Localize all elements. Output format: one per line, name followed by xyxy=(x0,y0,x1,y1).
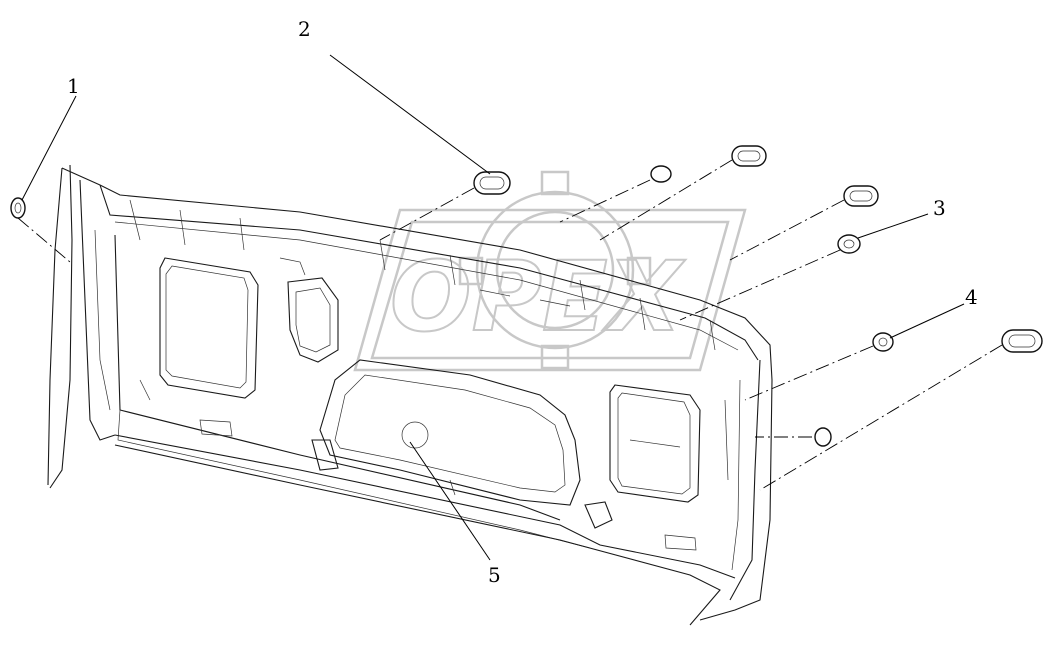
callout-1: 1 xyxy=(67,74,80,98)
grommet-2d xyxy=(843,185,879,207)
callout-5: 5 xyxy=(488,563,501,587)
rear-panel xyxy=(47,164,773,626)
callout-2: 2 xyxy=(298,17,311,41)
leader-lines xyxy=(21,54,965,561)
grommet-2b xyxy=(650,165,672,183)
grommet-2a xyxy=(473,171,511,195)
grommet-1 xyxy=(10,197,26,219)
grommets xyxy=(10,145,1043,447)
callout-3: 3 xyxy=(933,196,946,220)
callout-4: 4 xyxy=(965,285,978,309)
grommet-3 xyxy=(837,234,861,254)
grommet-panel xyxy=(814,427,832,447)
grommet-4 xyxy=(872,332,894,352)
watermark-text: OPEX xyxy=(390,241,686,353)
watermark: OPEX xyxy=(353,170,747,372)
grommet-2c xyxy=(731,145,767,167)
callout-labels: 1 2 3 4 5 xyxy=(67,17,978,587)
assembly-lines xyxy=(17,159,1003,491)
grommet-4b xyxy=(1001,329,1043,353)
